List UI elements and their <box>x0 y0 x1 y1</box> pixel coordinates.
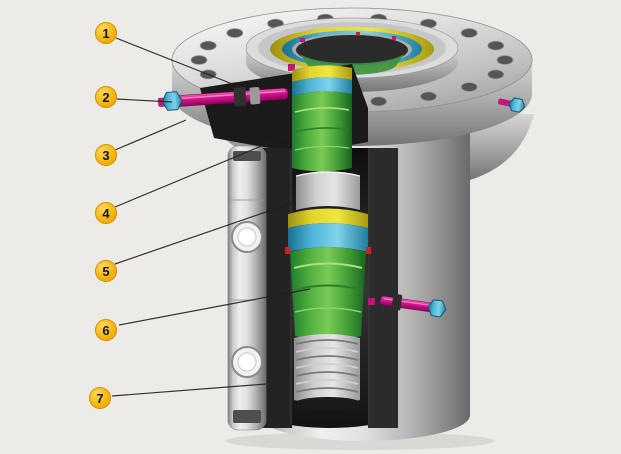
lock-screw-left <box>157 87 289 111</box>
callout-5: 5 <box>95 260 117 282</box>
callout-1-number: 1 <box>102 25 110 41</box>
callout-4-number: 4 <box>102 205 110 221</box>
bore-opening <box>296 35 408 65</box>
flange-neck-and-bore <box>245 17 459 92</box>
bore-sleeve <box>295 171 361 210</box>
callout-7: 7 <box>89 387 111 409</box>
lock-screw-top-right-head <box>508 97 526 113</box>
threaded-casing-pipe <box>294 334 362 411</box>
leader-lines <box>111 37 311 397</box>
right-section-face <box>368 148 398 428</box>
lower-casing-hanger <box>285 208 375 341</box>
side-outlet-boss <box>227 145 267 431</box>
callout-6-number: 6 <box>102 322 110 338</box>
callout-3-number: 3 <box>102 147 110 163</box>
ground-shadow <box>225 432 495 450</box>
lock-screw-right-head <box>427 299 447 318</box>
callout-4: 4 <box>95 202 117 224</box>
left-section-face <box>262 148 292 428</box>
callout-5-number: 5 <box>102 263 110 279</box>
callout-2: 2 <box>95 86 117 108</box>
callout-1: 1 <box>95 22 117 44</box>
lock-screw-top-right <box>498 97 526 113</box>
seal-ring-cyan-mid <box>288 223 368 252</box>
lock-screw-right <box>380 293 447 318</box>
callout-6: 6 <box>95 319 117 341</box>
lock-screw-left-head <box>161 91 183 111</box>
callout-3: 3 <box>95 144 117 166</box>
upper-casing-hanger <box>288 64 352 172</box>
seal-ring-yellow-mid <box>288 208 368 228</box>
callout-2-number: 2 <box>102 89 110 105</box>
callout-7-number: 7 <box>96 390 104 406</box>
